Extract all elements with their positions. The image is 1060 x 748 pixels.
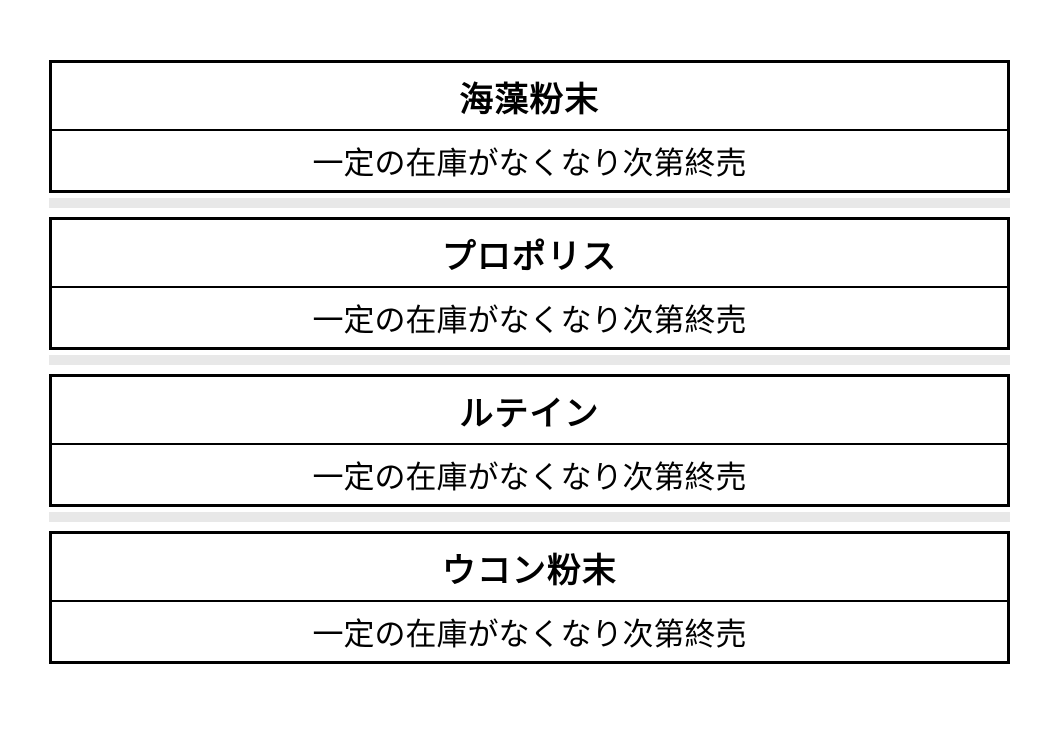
discontinued-product-list: 海藻粉末 一定の在庫がなくなり次第終売 プロポリス 一定の在庫がなくなり次第終売… (49, 60, 1010, 664)
divider (49, 512, 1010, 522)
product-status: 一定の在庫がなくなり次第終売 (312, 146, 747, 182)
product-name: ウコン粉末 (52, 534, 1007, 602)
product-notice-card: ウコン粉末 一定の在庫がなくなり次第終売 (49, 531, 1010, 664)
divider (49, 355, 1010, 365)
product-notice-card: ルテイン 一定の在庫がなくなり次第終売 (49, 374, 1010, 507)
product-name: プロポリス (52, 220, 1007, 288)
product-status: 一定の在庫がなくなり次第終売 (312, 303, 747, 339)
product-name: ルテイン (52, 377, 1007, 445)
product-status: 一定の在庫がなくなり次第終売 (312, 617, 747, 653)
product-status: 一定の在庫がなくなり次第終売 (312, 460, 747, 496)
product-name: 海藻粉末 (52, 63, 1007, 131)
product-notice-card: 海藻粉末 一定の在庫がなくなり次第終売 (49, 60, 1010, 193)
divider (49, 198, 1010, 208)
product-notice-card: プロポリス 一定の在庫がなくなり次第終売 (49, 217, 1010, 350)
